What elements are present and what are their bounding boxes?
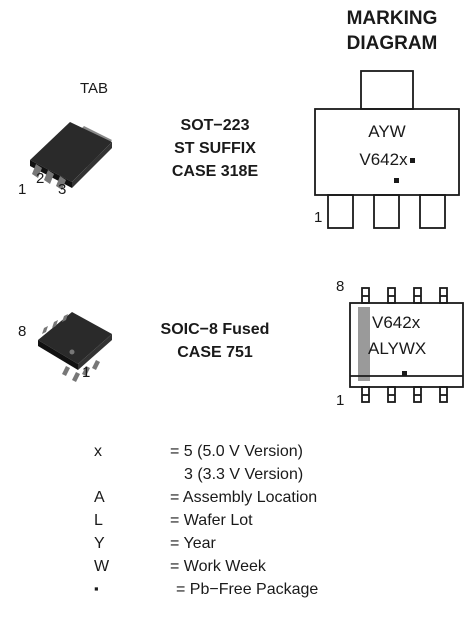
sot223-name-line: CASE 318E bbox=[171, 163, 259, 180]
sot223-pin1-label: 1 bbox=[18, 181, 27, 198]
soic8-marking-pin1-label: 1 bbox=[336, 392, 345, 409]
sot223-pbfree-mark bbox=[409, 158, 415, 164]
soic8-pin8-label: 8 bbox=[18, 323, 27, 340]
pbfree-square-icon: ▪ bbox=[94, 581, 99, 596]
legend-value: 3 (3.3 V Version) bbox=[184, 466, 304, 483]
soic8-marking-line: V642x bbox=[372, 313, 421, 332]
sot223-name-line: ST SUFFIX bbox=[174, 140, 256, 157]
sot223-marking-diagram bbox=[314, 70, 460, 229]
sot223-pbfree-dot bbox=[394, 178, 399, 183]
sot223-marking-text: AYW V642x bbox=[315, 118, 459, 174]
soic8-marking-line: ALYWX bbox=[368, 339, 427, 358]
soic8-marking-diagram bbox=[349, 287, 464, 403]
tab-label: TAB bbox=[80, 80, 109, 97]
sot223-pin3-label: 3 bbox=[58, 181, 67, 198]
soic8-marking-text: V642x ALYWX bbox=[368, 310, 426, 362]
legend-value: = Wafer Lot bbox=[170, 512, 253, 529]
soic8-pbfree-dot bbox=[402, 371, 407, 376]
sot223-marking-line: V642x bbox=[359, 150, 408, 169]
legend-value: = 5 (5.0 V Version) bbox=[170, 443, 303, 460]
soic8-name-line: CASE 751 bbox=[177, 344, 253, 361]
legend-key: A bbox=[94, 489, 105, 506]
sot223-marking-pin1-label: 1 bbox=[314, 209, 323, 226]
legend-key: Y bbox=[94, 535, 105, 552]
legend-value: = Assembly Location bbox=[170, 489, 318, 506]
soic8-pin1-label: 1 bbox=[82, 364, 91, 381]
legend-key: x bbox=[94, 443, 102, 460]
legend-key: L bbox=[94, 512, 103, 529]
legend-key: W bbox=[94, 558, 110, 575]
soic8-package-icon bbox=[38, 312, 112, 382]
sot223-marking-line: AYW bbox=[368, 122, 406, 141]
sot223-pin2-label: 2 bbox=[36, 170, 45, 187]
soic8-marking-pin8-label: 8 bbox=[336, 278, 345, 295]
legend-value: = Year bbox=[170, 535, 216, 552]
soic8-package-name: SOIC−8 Fused CASE 751 bbox=[140, 318, 290, 364]
marking-title-line2: DIAGRAM bbox=[346, 33, 438, 54]
sot223-package-icon bbox=[30, 122, 112, 190]
legend-value: = Pb−Free Package bbox=[176, 581, 319, 598]
marking-diagram-title: MARKING DIAGRAM bbox=[330, 6, 454, 56]
legend-value: = Work Week bbox=[170, 558, 266, 575]
sot223-package-name: SOT−223 ST SUFFIX CASE 318E bbox=[150, 114, 280, 183]
soic8-name-line: SOIC−8 Fused bbox=[160, 321, 270, 338]
sot223-name-line: SOT−223 bbox=[180, 117, 250, 134]
marking-title-line1: MARKING bbox=[346, 8, 438, 29]
